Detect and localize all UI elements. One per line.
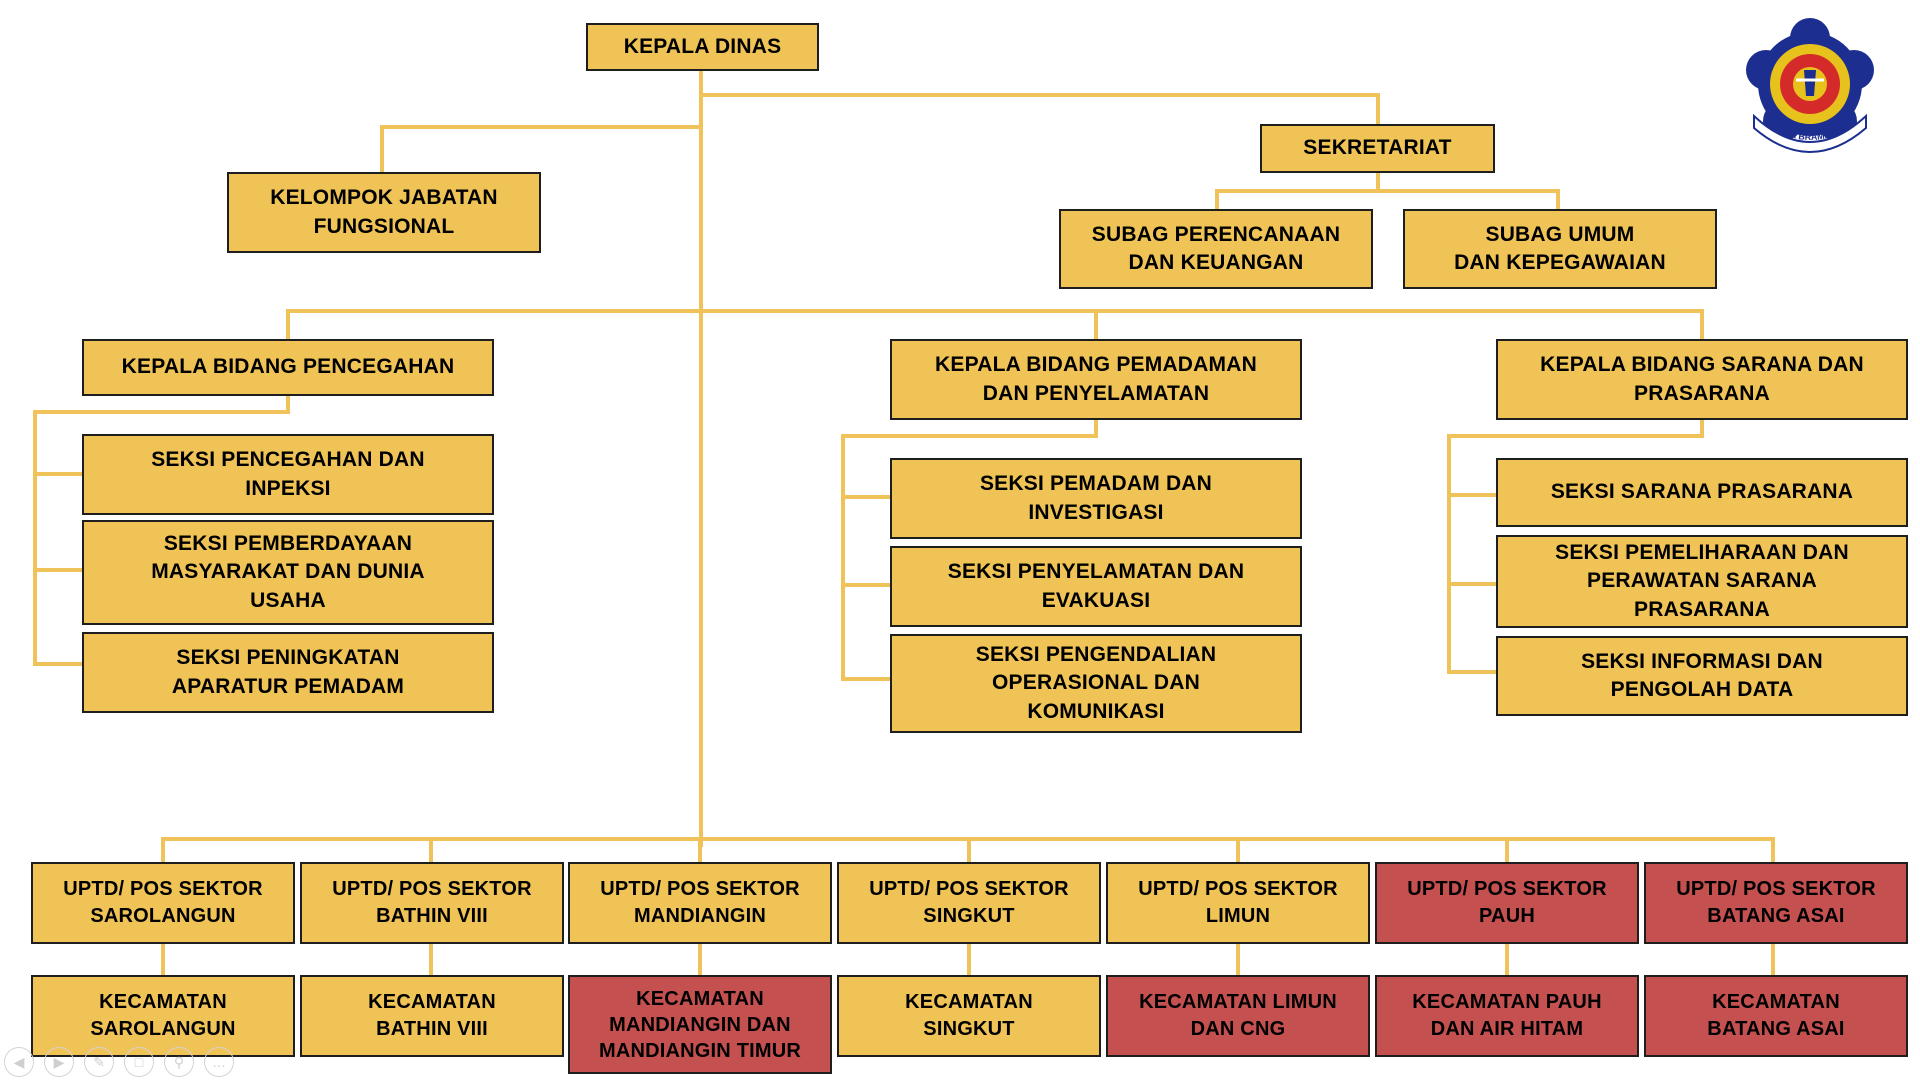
zoom-icon[interactable]: ⚲ xyxy=(164,1047,194,1077)
damkar-logo-icon: YUDHA BRAMA JAYA xyxy=(1746,18,1874,153)
connector-pencegahan xyxy=(33,393,290,666)
kabid-pemadaman-box: KEPALA BIDANG PEMADAMAN DAN PENYELAMATAN xyxy=(890,339,1302,420)
kabid-pencegahan-box: KEPALA BIDANG PENCEGAHAN xyxy=(82,339,494,396)
connector-pemadaman xyxy=(841,417,1098,681)
connector-sekretariat xyxy=(699,93,1380,126)
subag-umum-box: SUBAG UMUM DAN KEPEGAWAIAN xyxy=(1403,209,1717,289)
uptd-pauh-box: UPTD/ POS SEKTOR PAUH xyxy=(1375,862,1639,944)
seksi-sarana-box: SEKSI SARANA PRASARANA xyxy=(1496,458,1908,527)
next-slide-icon[interactable]: ▶ xyxy=(44,1047,74,1077)
kecamatan-pauh-box: KECAMATAN PAUH DAN AIR HITAM xyxy=(1375,975,1639,1057)
connector-sarana xyxy=(1447,417,1704,674)
slides-icon[interactable]: □ xyxy=(124,1047,154,1077)
uptd-mandiangin-box: UPTD/ POS SEKTOR MANDIANGIN xyxy=(568,862,832,944)
kecamatan-batang-asai-box: KECAMATAN BATANG ASAI xyxy=(1644,975,1908,1057)
seksi-pemadam-box: SEKSI PEMADAM DAN INVESTIGASI xyxy=(890,458,1302,539)
uptd-limun-box: UPTD/ POS SEKTOR LIMUN xyxy=(1106,862,1370,944)
seksi-peningkatan-box: SEKSI PENINGKATAN APARATUR PEMADAM xyxy=(82,632,494,713)
kepala-dinas-box: KEPALA DINAS xyxy=(586,23,819,71)
uptd-singkut-box: UPTD/ POS SEKTOR SINGKUT xyxy=(837,862,1101,944)
subag-perencanaan-box: SUBAG PERENCANAAN DAN KEUANGAN xyxy=(1059,209,1373,289)
seksi-pencegahan-box: SEKSI PENCEGAHAN DAN INPEKSI xyxy=(82,434,494,515)
connector-uptd xyxy=(161,837,1775,864)
connector-subag xyxy=(1215,170,1560,211)
pen-icon[interactable]: ✎ xyxy=(84,1047,114,1077)
kecamatan-singkut-box: KECAMATAN SINGKUT xyxy=(837,975,1101,1057)
uptd-batang-asai-box: UPTD/ POS SEKTOR BATANG ASAI xyxy=(1644,862,1908,944)
seksi-informasi-box: SEKSI INFORMASI DAN PENGOLAH DATA xyxy=(1496,636,1908,716)
uptd-sarolangun-box: UPTD/ POS SEKTOR SAROLANGUN xyxy=(31,862,295,944)
uptd-bathin-box: UPTD/ POS SEKTOR BATHIN VIII xyxy=(300,862,564,944)
seksi-penyelamatan-box: SEKSI PENYELAMATAN DAN EVAKUASI xyxy=(890,546,1302,627)
kecamatan-mandiangin-box: KECAMATAN MANDIANGIN DAN MANDIANGIN TIMU… xyxy=(568,975,832,1074)
slideshow-controls: ◀ ▶ ✎ □ ⚲ … xyxy=(4,1047,234,1077)
connector-kecamatan xyxy=(161,942,1775,977)
kecamatan-limun-box: KECAMATAN LIMUN DAN CNG xyxy=(1106,975,1370,1057)
seksi-pengendalian-box: SEKSI PENGENDALIAN OPERASIONAL DAN KOMUN… xyxy=(890,634,1302,733)
seksi-pemberdayaan-box: SEKSI PEMBERDAYAAN MASYARAKAT DAN DUNIA … xyxy=(82,520,494,625)
sekretariat-box: SEKRETARIAT xyxy=(1260,124,1495,173)
connector-kelompok xyxy=(380,125,703,174)
kecamatan-sarolangun-box: KECAMATAN SAROLANGUN xyxy=(31,975,295,1057)
kelompok-jabatan-box: KELOMPOK JABATAN FUNGSIONAL xyxy=(227,172,541,253)
seksi-pemeliharaan-box: SEKSI PEMELIHARAAN DAN PERAWATAN SARANA … xyxy=(1496,535,1908,628)
more-icon[interactable]: … xyxy=(204,1047,234,1077)
kabid-sarana-box: KEPALA BIDANG SARANA DAN PRASARANA xyxy=(1496,339,1908,420)
previous-slide-icon[interactable]: ◀ xyxy=(4,1047,34,1077)
connector-bidang xyxy=(286,309,1704,341)
kecamatan-bathin-box: KECAMATAN BATHIN VIII xyxy=(300,975,564,1057)
